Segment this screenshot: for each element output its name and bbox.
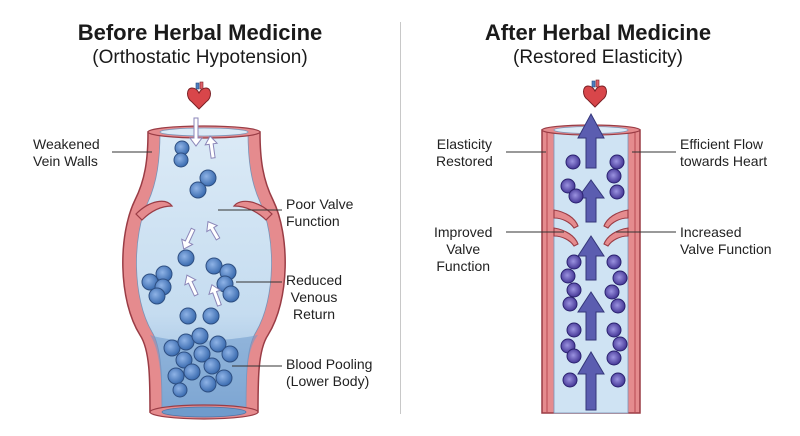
label-blood-pooling: Blood Pooling (Lower Body) <box>286 356 373 389</box>
right-leader-lines <box>506 151 676 233</box>
heart-icon <box>583 79 607 108</box>
left-leader-lines <box>112 151 282 367</box>
label-elasticity-restored: Elasticity Restored <box>436 136 493 169</box>
panel-divider <box>400 22 401 414</box>
weak-vein <box>122 125 286 420</box>
healthy-valve-upper-left <box>553 209 579 229</box>
blood-cells-left <box>141 140 240 398</box>
label-weakened-vein-walls: Weakened Vein Walls <box>33 136 100 169</box>
label-improved-valve-function: Improved Valve Function <box>434 224 493 274</box>
faulty-valve-right <box>232 200 273 221</box>
after-title: After Herbal Medicine <box>484 20 712 45</box>
label-efficient-flow: Efficient Flow towards Heart <box>680 136 768 169</box>
label-increased-valve-function: Increased Valve Function <box>680 224 772 257</box>
blood-cells-right <box>560 154 628 388</box>
before-subtitle: (Orthostatic Hypotension) <box>92 47 308 68</box>
label-reduced-venous-return: Reduced Venous Return <box>286 272 343 322</box>
healthy-valve-upper-right <box>603 209 629 229</box>
weak-flow-arrows <box>181 117 222 307</box>
strong-flow-arrows <box>577 112 605 411</box>
heart-icon <box>187 81 211 110</box>
before-title: Before Herbal Medicine <box>77 20 323 45</box>
after-subtitle: (Restored Elasticity) <box>513 47 683 68</box>
faulty-valve-left <box>135 200 174 221</box>
label-poor-valve-function: Poor Valve Function <box>286 196 354 229</box>
